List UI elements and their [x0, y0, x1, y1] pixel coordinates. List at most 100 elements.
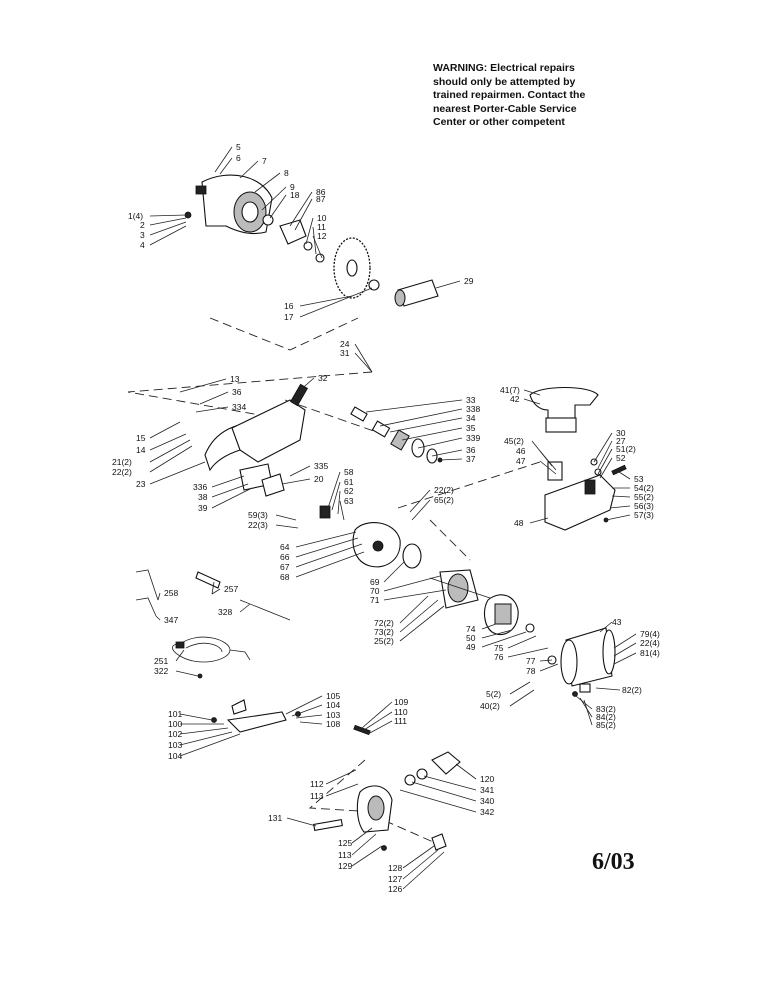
callout-45-2: 45(2)	[504, 436, 524, 446]
callout-70: 70	[370, 586, 380, 596]
callout-31: 31	[340, 348, 350, 358]
callout-79-4: 79(4)	[640, 629, 660, 639]
callout-77: 77	[526, 656, 536, 666]
handle	[529, 387, 599, 433]
callout-104-a: 104	[168, 751, 182, 761]
callout-75: 75	[494, 643, 504, 653]
callout-1-4: 1(4)	[128, 211, 143, 221]
callout-81-4: 81(4)	[640, 648, 660, 658]
electrical-repair-warning: WARNING: Electrical repairs should only …	[433, 62, 633, 130]
callout-36-a: 36	[232, 387, 242, 397]
callout-68: 68	[280, 572, 290, 582]
assembly-lines	[127, 317, 541, 846]
handle-housing	[544, 458, 627, 531]
callout-51-2: 51(2)	[616, 444, 636, 454]
warning-line: WARNING: Electrical repairs	[433, 62, 575, 74]
callout-38: 38	[198, 492, 208, 502]
callout-5: 5	[236, 142, 241, 152]
callout-131: 131	[268, 813, 282, 823]
callout-43: 43	[612, 617, 622, 627]
upper-guard-assembly	[184, 174, 325, 263]
callout-335: 335	[314, 461, 328, 471]
callout-23: 23	[136, 479, 146, 489]
callout-82-2: 82(2)	[622, 685, 642, 695]
callout-35: 35	[466, 423, 476, 433]
callout-20: 20	[314, 474, 324, 484]
hex-wrenches	[135, 569, 291, 621]
callout-127: 127	[388, 874, 402, 884]
pivot-assembly	[313, 724, 461, 851]
callout-336: 336	[193, 482, 207, 492]
callout-11: 11	[317, 222, 326, 232]
callout-63: 63	[344, 496, 354, 506]
callout-347: 347	[164, 615, 178, 625]
callout-40-2: 40(2)	[480, 701, 500, 711]
callout-47: 47	[516, 456, 526, 466]
leader-lines	[149, 146, 637, 890]
callout-113-b: 113	[338, 850, 352, 860]
callout-49: 49	[466, 642, 476, 652]
callout-53: 53	[634, 474, 644, 484]
callout-14: 14	[136, 445, 146, 455]
callout-87: 87	[316, 194, 326, 204]
callout-32: 32	[318, 373, 328, 383]
warning-line: Center or other competent	[433, 116, 565, 128]
callout-72-2: 72(2)	[374, 618, 394, 628]
callout-12: 12	[317, 231, 327, 241]
callout-322: 322	[154, 666, 168, 676]
callout-328: 328	[218, 607, 232, 617]
callout-69: 69	[370, 577, 380, 587]
callout-338: 338	[466, 404, 480, 414]
callout-61: 61	[344, 477, 354, 487]
motor-housing	[547, 627, 616, 687]
callout-128: 128	[388, 863, 402, 873]
callout-30: 30	[616, 428, 626, 438]
callout-22-3: 22(3)	[248, 520, 268, 530]
callout-339: 339	[466, 433, 480, 443]
callout-341: 341	[480, 785, 494, 795]
callout-113-a: 113	[310, 791, 324, 801]
callout-58: 58	[344, 467, 354, 477]
callout-50: 50	[466, 633, 476, 643]
callout-41-7: 41(7)	[500, 385, 520, 395]
callout-66: 66	[280, 552, 290, 562]
motor-field	[483, 594, 535, 636]
callout-65-2: 65(2)	[434, 495, 454, 505]
saw-blade	[333, 237, 380, 299]
callout-64: 64	[280, 542, 290, 552]
callout-71: 71	[370, 595, 380, 605]
callout-73-2: 73(2)	[374, 627, 394, 637]
callout-10: 10	[317, 213, 327, 223]
callout-7: 7	[262, 156, 267, 166]
callout-67: 67	[280, 562, 290, 572]
callout-101: 101	[168, 709, 182, 719]
callout-3: 3	[140, 230, 145, 240]
callout-6: 6	[236, 153, 241, 163]
callout-24: 24	[340, 339, 350, 349]
callout-labels: 5 6 7 8 9 18 86 87 10 11 12 1(4) 2 3 4 2…	[112, 142, 660, 894]
callout-22-2-a: 22(2)	[112, 467, 132, 477]
callout-84-2: 84(2)	[596, 712, 616, 722]
callout-48: 48	[514, 518, 524, 528]
callout-103-b: 103	[326, 710, 340, 720]
callout-129: 129	[338, 861, 352, 871]
callout-59-3: 59(3)	[248, 510, 268, 520]
callout-4: 4	[140, 240, 145, 250]
callout-13: 13	[230, 374, 240, 384]
callout-52: 52	[616, 453, 626, 463]
callout-111: 111	[394, 716, 407, 726]
callout-108: 108	[326, 719, 340, 729]
callout-33: 33	[466, 395, 476, 405]
callout-109: 109	[394, 697, 408, 707]
callout-18: 18	[290, 190, 300, 200]
callout-85-2: 85(2)	[596, 720, 616, 730]
callout-42: 42	[510, 394, 520, 404]
callout-5-2: 5(2)	[486, 689, 501, 699]
callout-257: 257	[224, 584, 238, 594]
callout-110: 110	[394, 707, 408, 717]
gear-housing	[319, 505, 422, 569]
callout-340: 340	[480, 796, 494, 806]
callout-36-b: 36	[466, 445, 476, 455]
callout-120: 120	[480, 774, 494, 784]
